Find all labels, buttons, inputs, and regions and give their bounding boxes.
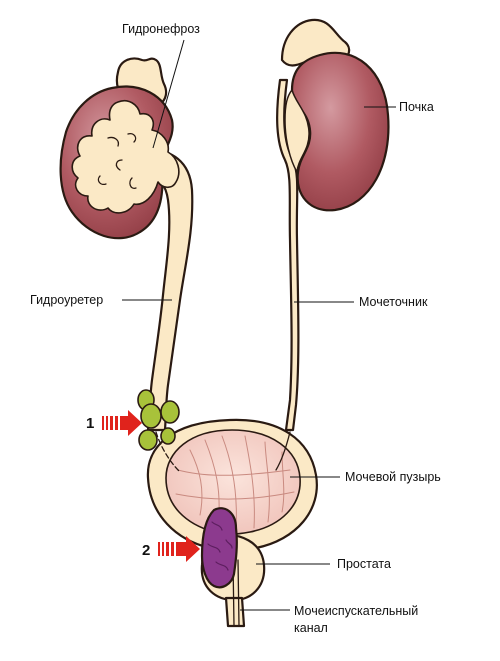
urethra — [224, 596, 246, 628]
ureter-entry — [275, 431, 291, 471]
arrow-1-icon — [102, 410, 142, 436]
label-kidney: Почка — [399, 100, 434, 114]
arrow-2-icon — [158, 536, 200, 562]
urethra-lumen-2 — [237, 559, 240, 627]
label-hydroureter: Гидроуретер — [30, 293, 103, 307]
stone-3 — [160, 400, 180, 424]
label-urethra-line2: канал — [294, 621, 328, 635]
label-urethra-line1: Мочеиспускательный — [294, 604, 418, 618]
ureteral-stones — [137, 389, 180, 451]
calyx-cut-5 — [129, 177, 137, 189]
marker-1: 1 — [86, 415, 94, 432]
label-prostate: Простата — [337, 557, 391, 571]
leader-hydronephrosis — [152, 39, 185, 149]
marker-2: 2 — [142, 542, 150, 559]
calyx-cut-3 — [115, 159, 123, 171]
label-bladder: Мочевой пузырь — [345, 470, 441, 484]
calyx-cut-4 — [97, 175, 107, 186]
enlarged-prostate-lobe — [200, 507, 238, 589]
hydroureter-entry — [155, 431, 181, 473]
label-ureter: Мочеточник — [359, 295, 428, 309]
calyx-cut-2 — [127, 132, 137, 143]
stone-4 — [138, 429, 158, 451]
label-hydronephrosis: Гидронефроз — [122, 22, 200, 36]
normal-kidney-hilum — [284, 88, 310, 175]
prostate-lobe-texture — [207, 521, 233, 571]
dilated-renal-pelvis — [71, 99, 180, 214]
calyx-cut-1 — [107, 136, 120, 147]
bladder-folds — [175, 435, 295, 529]
stone-5 — [160, 427, 176, 445]
stone-2 — [140, 403, 162, 429]
